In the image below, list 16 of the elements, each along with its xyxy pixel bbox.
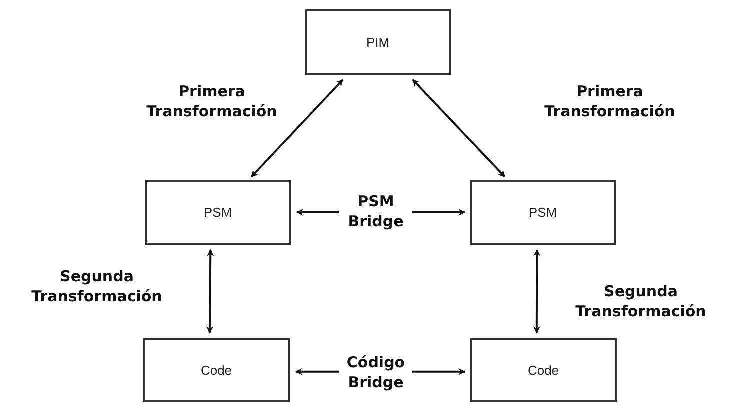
double-arrow (250, 79, 344, 178)
model-box (470, 180, 616, 245)
model-box (470, 338, 617, 402)
model-box (143, 338, 290, 402)
edge-label: PSM Bridge (340, 192, 412, 232)
double-arrow (533, 249, 541, 334)
node-label: Code (200, 362, 232, 378)
node-label: PIM (366, 34, 390, 50)
node-label: PSM (528, 205, 558, 220)
double-arrow (206, 249, 214, 334)
model-box (305, 9, 451, 75)
node-label: Code (528, 362, 560, 378)
double-arrow (412, 79, 506, 178)
node-label: PSM (204, 205, 232, 220)
edge-label: Código Bridge (340, 354, 412, 392)
model-box (145, 180, 291, 245)
